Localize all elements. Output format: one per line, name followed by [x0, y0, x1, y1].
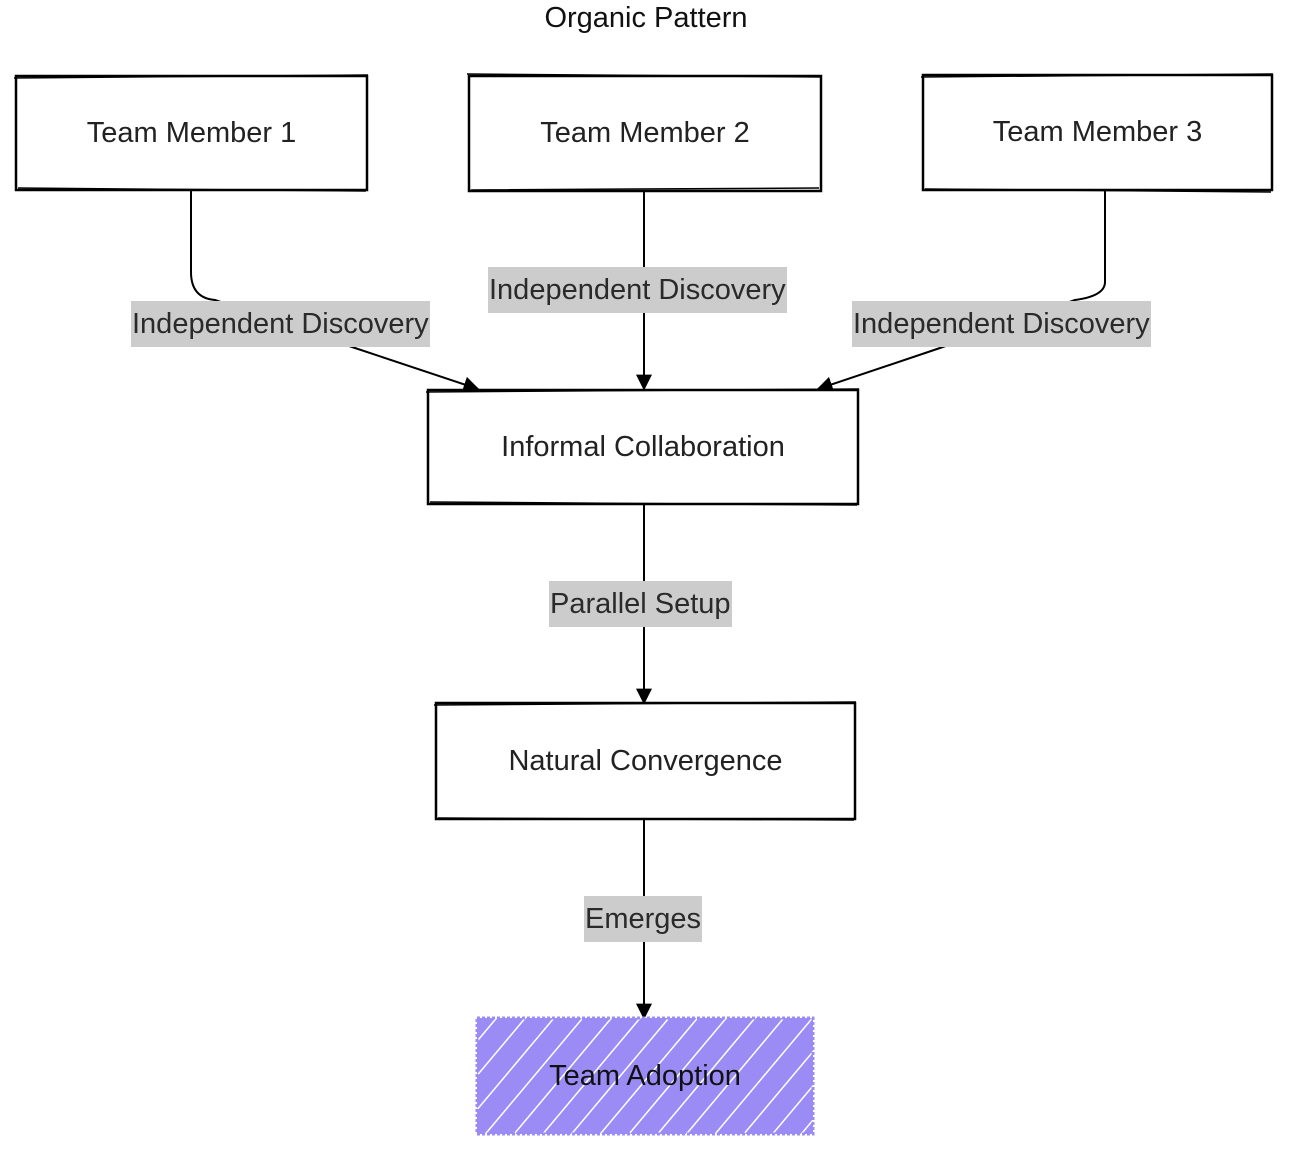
node-label-team-member-3: Team Member 3: [992, 116, 1203, 148]
node-label-team-adoption: Team Adoption: [549, 1059, 741, 1092]
node-label-team-member-2: Team Member 2: [540, 117, 750, 149]
node-label-natural-convergence: Natural Convergence: [508, 744, 783, 777]
node-team-member-1[interactable]: [13, 74, 369, 192]
node-team-member-2[interactable]: [466, 73, 823, 193]
node-label-team-member-1: Team Member 1: [86, 116, 297, 149]
node-label-informal-collaboration: Informal Collaboration: [501, 430, 785, 463]
node-informal-collaboration[interactable]: [425, 388, 860, 506]
edge-label-tm3: Independent Discovery: [852, 301, 1151, 347]
edge-label-tm1: Independent Discovery: [131, 301, 430, 347]
edge-label-tm2: Independent Discovery: [488, 267, 787, 313]
edge-label-parallel-setup: Parallel Setup: [549, 581, 732, 627]
edge-tm3-ic: [816, 190, 1106, 392]
node-team-member-3[interactable]: [920, 73, 1274, 193]
edge-label-emerges: Emerges: [584, 896, 703, 942]
edge-tm1-ic: [190, 190, 480, 393]
node-team-adoption[interactable]: [475, 1016, 815, 1136]
node-natural-convergence[interactable]: [433, 701, 857, 821]
diagram-title: Organic Pattern: [544, 2, 748, 34]
